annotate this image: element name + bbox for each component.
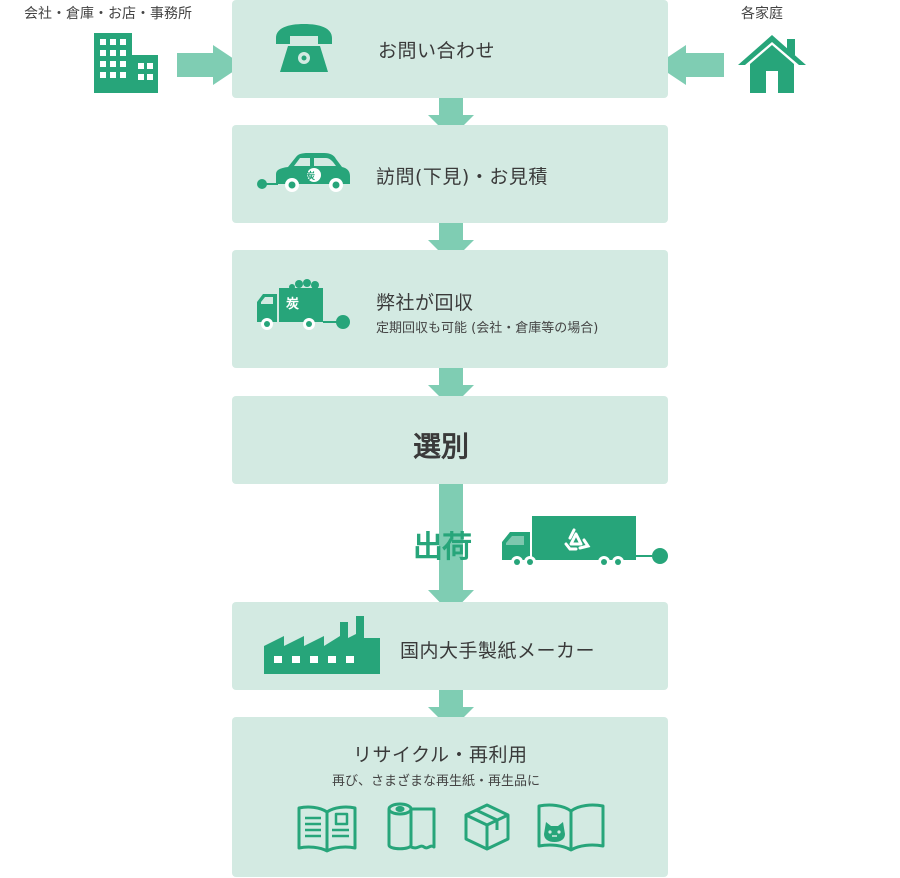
arrow-from-home — [656, 45, 724, 85]
business-source-label: 会社・倉庫・お店・事務所 — [24, 6, 192, 22]
step-collect-title: 弊社が回収 — [376, 292, 474, 314]
flow-arrow-2 — [428, 223, 474, 263]
book-icon — [297, 805, 357, 853]
flow-arrow-1 — [428, 98, 474, 138]
flow-arrow-4 — [428, 690, 474, 730]
ship-label: 出荷 — [413, 530, 472, 565]
step-collect-note: 定期回収も可能 (会社・倉庫等の場合) — [376, 321, 599, 336]
flow-arrow-shipping — [428, 484, 474, 614]
car-emblem: 炭 — [306, 172, 316, 182]
recycling-truck-icon — [502, 516, 668, 568]
step-inquiry-label: お問い合わせ — [378, 40, 496, 62]
step-recycle-note: 再び、さまざまな再生紙・再生品に — [332, 774, 541, 789]
step-recycle-box — [232, 717, 668, 877]
step-recycle-title: リサイクル・再利用 — [353, 744, 528, 766]
step-visit-label: 訪問(下見)・お見積 — [376, 166, 548, 188]
office-building-icon — [94, 33, 158, 93]
arrow-from-business — [177, 45, 243, 85]
step-sort-label: 選別 — [413, 430, 470, 463]
flow-arrow-3 — [428, 368, 474, 408]
factory-icon — [264, 616, 380, 674]
collection-truck-icon — [257, 279, 350, 330]
truck-emblem: 炭 — [286, 297, 300, 312]
cardboard-box-icon — [464, 803, 510, 851]
car-icon — [257, 153, 350, 192]
step-sort-box — [232, 396, 668, 484]
step-maker-label: 国内大手製紙メーカー — [400, 640, 596, 662]
house-icon — [738, 35, 806, 93]
home-source-label: 各家庭 — [741, 6, 783, 22]
paper-roll-icon — [387, 802, 436, 851]
picture-book-icon — [537, 803, 605, 852]
telephone-icon — [276, 24, 332, 72]
